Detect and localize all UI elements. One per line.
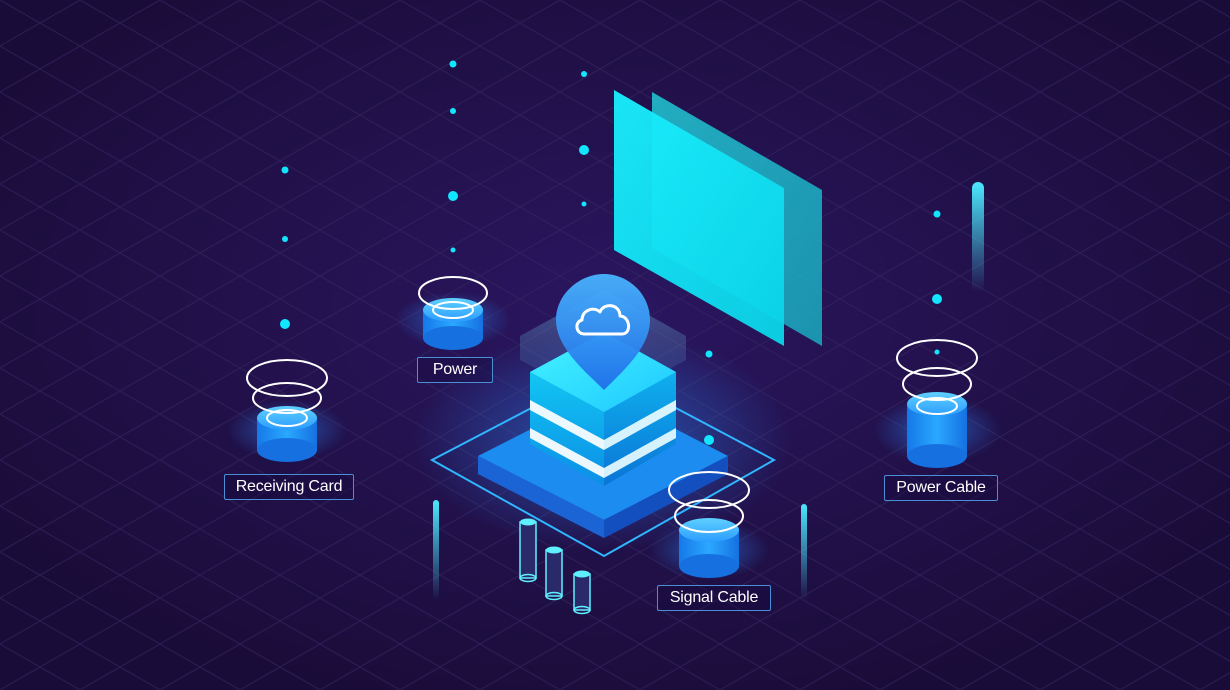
bar-cylinder-3 [573,570,591,615]
label-power-cable: Power Cable [884,475,998,501]
hub-stripe-right-2 [604,428,676,478]
deco-stick-top-right [972,182,984,292]
hub-pole-tip [581,71,587,77]
hub-base-right [604,456,728,538]
deco-stick-left [433,500,439,600]
label-signal-cable: Signal Cable [657,585,771,611]
display-screens [614,90,822,346]
hub-stripe-left-1 [530,400,604,450]
hub-stripe-left-2 [530,428,604,478]
device-power-cable [873,210,1001,468]
bar-cylinders [519,518,591,615]
hub-pole-node-small [581,201,587,207]
label-power: Power [417,357,493,383]
bar-cylinder-2 [545,546,563,601]
cloud-icon [575,304,630,336]
hub-base-left [478,456,604,538]
cloud-pin [556,274,650,390]
hub-stripe-right-1 [604,400,676,450]
device-signal-cable [649,350,769,580]
deco-stick-right [801,504,807,600]
bar-cylinder-1 [519,518,537,583]
device-receiving-card [227,166,347,462]
central-hub [412,71,792,558]
hub-pole-node [579,145,589,155]
screen-front-panel [614,90,784,346]
device-power [395,60,511,350]
label-receiving-card: Receiving Card [224,474,354,500]
